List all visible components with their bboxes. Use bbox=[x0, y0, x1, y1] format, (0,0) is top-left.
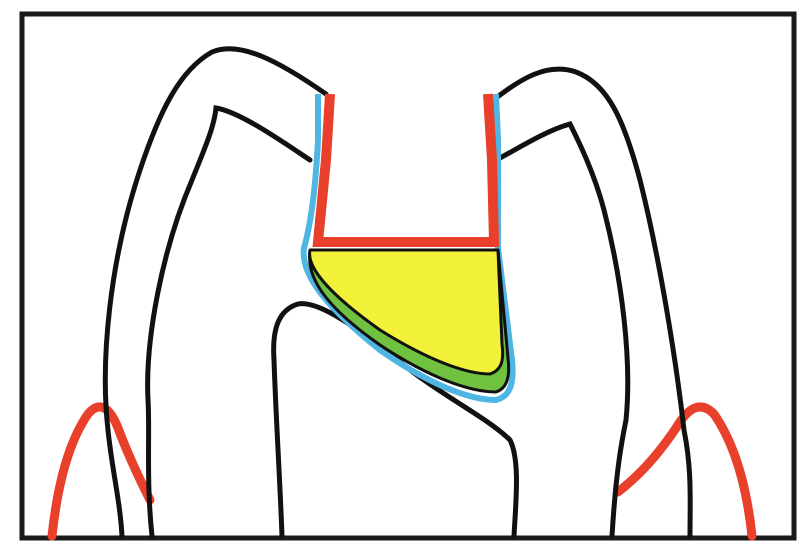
tooth-cavity-diagram bbox=[0, 0, 811, 549]
diagram-canvas bbox=[0, 0, 811, 549]
